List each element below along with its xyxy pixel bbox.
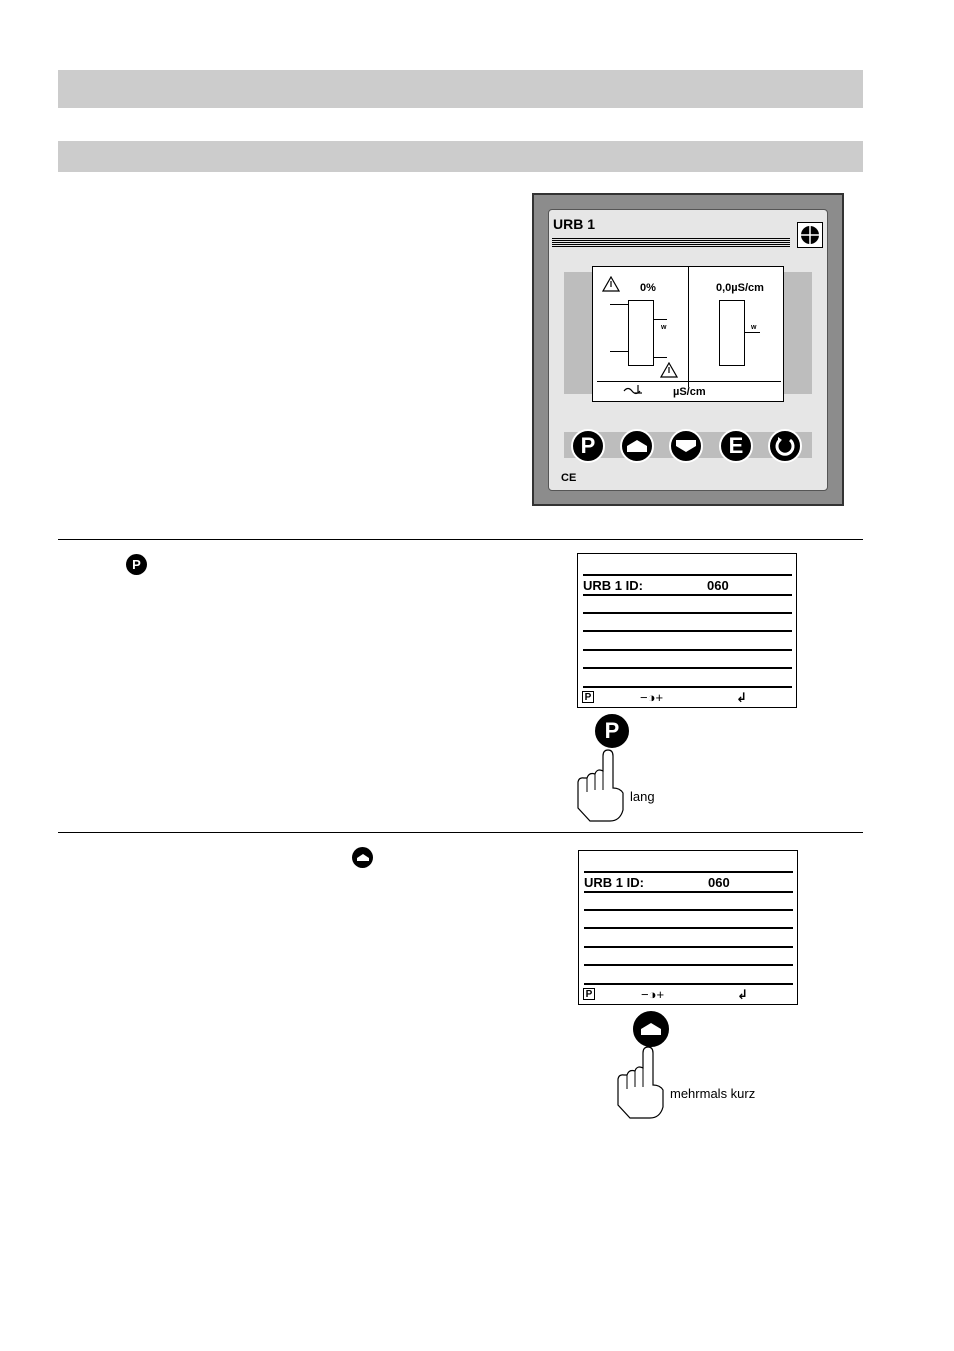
enter-icon: ↲: [737, 987, 748, 1002]
lcd-line: [584, 871, 793, 873]
up-arrow-icon: [641, 1023, 661, 1035]
lcd-line: [583, 649, 792, 651]
left-marker-low: [610, 351, 628, 352]
lcd-id-value: 060: [708, 875, 730, 890]
down-button[interactable]: [669, 429, 703, 463]
section-divider: [58, 832, 863, 833]
right-bar-graph: [719, 300, 745, 366]
ce-mark: CE: [561, 472, 577, 484]
up-button[interactable]: [620, 429, 654, 463]
p-button[interactable]: P: [571, 429, 605, 463]
lcd-line: [583, 594, 792, 596]
unit-label: µS/cm: [673, 386, 706, 398]
enter-icon: ↲: [736, 690, 747, 705]
lcd-panel: URB 1 ID: 060 P −◑+ ↲: [577, 553, 797, 708]
lcd-id-label: URB 1 ID:: [583, 578, 643, 593]
lcd-line: [584, 964, 793, 966]
inline-up-button-icon: [352, 847, 373, 868]
press-p-button: P: [593, 712, 631, 750]
lcd-id-value: 060: [707, 578, 729, 593]
device-face: URB 1 0% 0,0µS/cm: [548, 209, 828, 491]
lcd-id-label: URB 1 ID:: [584, 875, 644, 890]
right-value: 0,0µS/cm: [716, 282, 764, 294]
e-button[interactable]: E: [719, 429, 753, 463]
pressing-hand-icon: [617, 1046, 664, 1119]
lcd-line: [583, 612, 792, 614]
screen-baseline: [597, 381, 781, 382]
left-marker-w: [653, 319, 667, 320]
inline-p-button-icon: P: [126, 554, 147, 575]
device-illustration: URB 1 0% 0,0µS/cm: [532, 193, 844, 506]
left-marker-high: [610, 304, 628, 305]
right-w-label: w: [751, 324, 757, 331]
logo-icon: [797, 222, 823, 248]
power-icon: [775, 437, 795, 456]
warning-icon: [602, 276, 620, 292]
header-bar: [58, 70, 863, 108]
lcd-line: [583, 667, 792, 669]
warning-icon: [660, 362, 678, 378]
lcd-line: [583, 574, 792, 576]
screen-divider: [688, 267, 689, 387]
up-arrow-icon: [356, 854, 369, 861]
contrast-icon: −◑+: [641, 987, 665, 1002]
lcd-line: [583, 686, 792, 688]
device-title: URB 1: [553, 216, 596, 232]
left-bar-graph: [628, 300, 654, 366]
lcd-line: [584, 909, 793, 911]
lcd-p-icon: P: [582, 691, 594, 703]
lcd-panel: URB 1 ID: 060 P −◑+ ↲: [578, 850, 798, 1005]
power-button[interactable]: [768, 429, 802, 463]
down-arrow-icon: [676, 440, 696, 452]
left-value: 0%: [640, 282, 656, 294]
lcd-line: [584, 891, 793, 893]
left-w-label: w: [661, 324, 667, 331]
contrast-icon: −◑+: [640, 690, 664, 705]
press-caption: mehrmals kurz: [670, 1086, 756, 1101]
ac-ground-icon: [623, 385, 642, 395]
lcd-line: [584, 927, 793, 929]
device-screen: 0% 0,0µS/cm w w µS/cm: [592, 266, 784, 402]
section-bar: [58, 141, 863, 172]
lcd-line: [583, 630, 792, 632]
lcd-p-icon: P: [583, 988, 595, 1000]
left-marker-bottom: [653, 357, 667, 358]
lcd-line: [584, 946, 793, 948]
right-marker-w: [744, 332, 760, 333]
press-caption: lang: [630, 789, 655, 804]
lcd-line: [584, 983, 793, 985]
section-divider: [58, 539, 863, 540]
press-up-button: [631, 1009, 671, 1049]
pressing-hand-icon: [577, 749, 624, 822]
up-arrow-icon: [627, 440, 647, 452]
title-stripes: [552, 238, 790, 247]
